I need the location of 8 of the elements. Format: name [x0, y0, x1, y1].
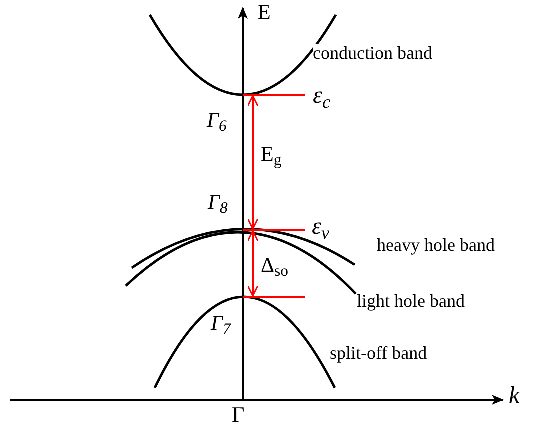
band-label: heavy hole band [377, 236, 495, 254]
band-label: light hole band [357, 292, 465, 310]
symmetry-label: Γ$_{7}$ [211, 313, 231, 334]
symmetry-label: Γ$_{8}$ [208, 192, 228, 213]
band-label: conduction band [313, 44, 432, 62]
symmetry-label: Γ$_{6}$ [207, 110, 227, 131]
energy-label: Δ$_{so}$ [261, 255, 289, 276]
band-label: split-off band [330, 344, 428, 362]
